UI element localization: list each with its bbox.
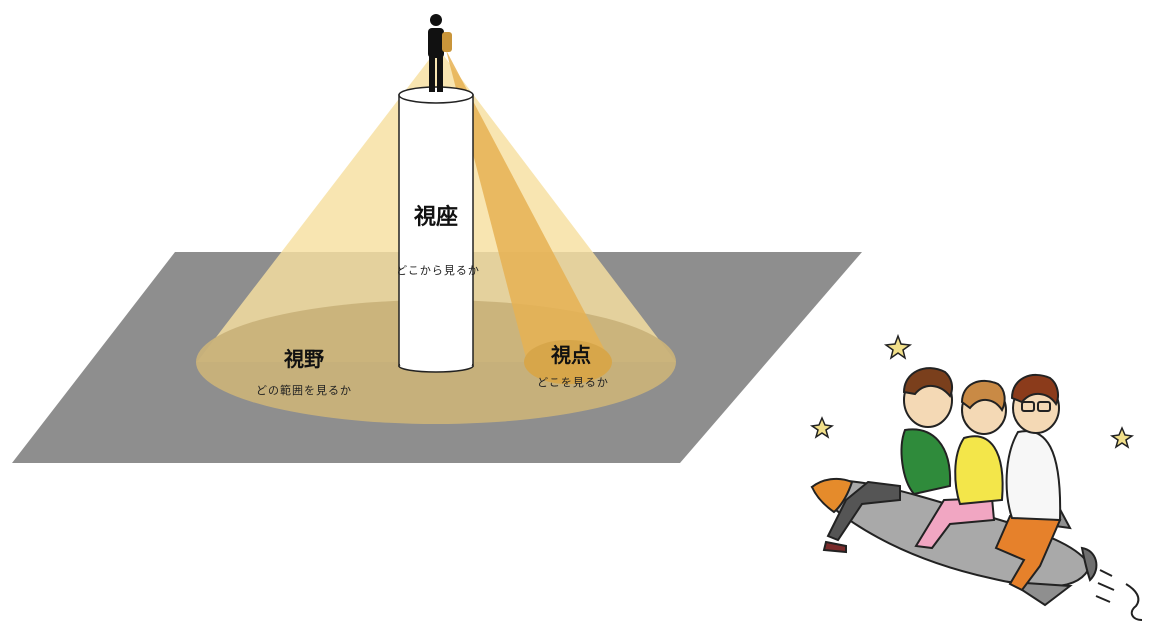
star-icon bbox=[883, 333, 913, 360]
star-icon bbox=[809, 416, 835, 439]
viewing-seat-title: 視座 bbox=[414, 204, 458, 230]
rider-yellow bbox=[914, 379, 1007, 550]
rider-green bbox=[822, 367, 954, 554]
focus-beam bbox=[446, 50, 611, 362]
rider-glasses bbox=[994, 373, 1062, 592]
viewpoint-subtitle: どこを見るか bbox=[537, 376, 609, 389]
person-icon bbox=[428, 14, 452, 92]
star-icon bbox=[1109, 426, 1135, 449]
rocket-illustration bbox=[809, 333, 1143, 621]
viewing-seat-subtitle: どこから見るか bbox=[396, 264, 480, 277]
pillar bbox=[398, 86, 474, 373]
field-of-view-title: 視野 bbox=[283, 347, 324, 371]
viewpoint-spot bbox=[524, 340, 612, 384]
field-of-view-subtitle: どの範囲を見るか bbox=[256, 383, 352, 397]
viewpoint-title: 視点 bbox=[550, 343, 591, 367]
speed-lines bbox=[1095, 569, 1143, 621]
